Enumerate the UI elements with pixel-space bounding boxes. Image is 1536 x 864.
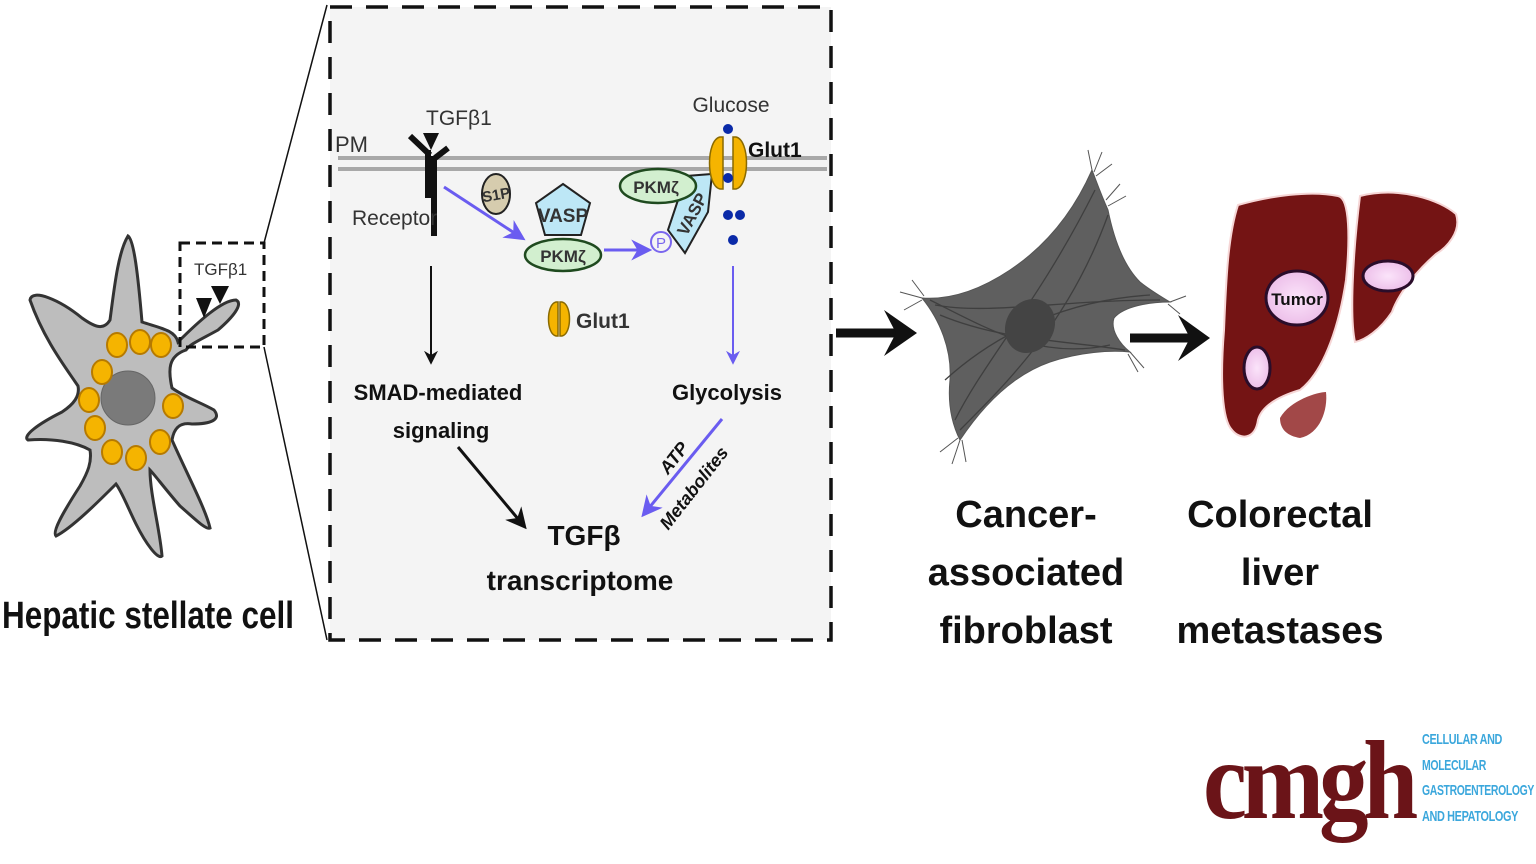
logo-line1: CELLULAR AND: [1422, 731, 1502, 748]
glut1-cytosol-label: Glut1: [576, 310, 630, 333]
stellate-to-caf-arrowhead: [884, 310, 917, 356]
logo-line4: AND HEPATOLOGY: [1422, 808, 1518, 825]
caf-caption-line1: Cancer-: [955, 494, 1097, 536]
glucose-label: Glucose: [692, 94, 769, 117]
hepatic-stellate-cell: TGFβ1 Hepatic stellate cell: [2, 4, 328, 641]
zoom-connector-bottom: [263, 346, 328, 641]
logo-line2: MOLECULAR: [1422, 757, 1486, 774]
tgfb-transcriptome-line1: TGFβ: [547, 520, 620, 551]
smad-to-transcriptome-arrow: [456, 446, 527, 530]
stellate-nucleus: [100, 370, 156, 426]
vasp-phospho-pentagon: [666, 172, 714, 255]
glucose-molecules: [723, 124, 745, 245]
phospho-node: [650, 231, 672, 253]
pkmz-phospho-node: [618, 167, 698, 205]
s1p-node: [481, 173, 511, 215]
cancer-associated-fibroblast: Cancer- associated fibroblast: [899, 149, 1187, 652]
caf-filopodia: [899, 149, 1187, 465]
liver-caption-line3: metastases: [1176, 610, 1383, 652]
glut1-membrane-label: Glut1: [748, 139, 802, 162]
vasp-label: VASP: [538, 206, 589, 227]
caf-caption-line3: fibroblast: [939, 610, 1112, 652]
liver-caption-line2: liver: [1241, 552, 1319, 594]
smad-label-line1: SMAD-mediated: [354, 380, 523, 405]
cmgh-journal-logo: cmgh CELLULAR AND MOLECULAR GASTROENTERO…: [1203, 719, 1535, 843]
zoom-connector-top: [263, 4, 328, 244]
tumor-left-lobe: [1361, 259, 1415, 293]
gallbladder: [1280, 392, 1327, 438]
tumor-lower: [1242, 345, 1272, 391]
liver-caption-line1: Colorectal: [1187, 494, 1373, 536]
pm-label: PM: [335, 132, 368, 157]
glycolysis-to-transcriptome-arrow: [641, 418, 724, 518]
inset-ligand-triangle-icon: [423, 133, 439, 150]
ligand-triangle-icon: [211, 286, 229, 304]
tumor-main: [1264, 269, 1330, 327]
caf-caption-line2: associated: [928, 552, 1124, 594]
vasp-pentagon: [534, 182, 592, 236]
liver-metastases: Tumor Colorectal liver metastases: [1176, 191, 1459, 652]
stellate-zoom-box: [178, 241, 266, 349]
inset-ligand-label: TGFβ1: [426, 107, 492, 130]
tgfb-receptor-icon: [407, 133, 450, 236]
stellate-ligand-label: TGFβ1: [194, 260, 247, 279]
logo-wordmark: cmgh: [1203, 719, 1417, 843]
caf-nucleus: [1004, 298, 1056, 354]
lipid-droplets: [78, 329, 184, 471]
receptor-label: Receptor: [352, 207, 437, 230]
tumor-label: Tumor: [1271, 290, 1323, 309]
ligand-triangle-icon: [196, 298, 212, 318]
glut1-cytosol-icon: [547, 301, 571, 337]
s1p-label: S1P: [481, 185, 512, 207]
receptor-to-complex-arrow: [443, 185, 526, 241]
glycolysis-label: Glycolysis: [672, 380, 782, 405]
inset-box: [328, 5, 833, 642]
pkmz-phospho-label: PKMζ: [633, 178, 679, 197]
tgfb-transcriptome-line2: transcriptome: [487, 565, 674, 596]
phospho-label: P: [656, 235, 666, 252]
smad-label-line2: signaling: [393, 418, 490, 443]
caf-to-liver-arrowhead: [1178, 315, 1210, 361]
pkmz-label: PKMζ: [540, 247, 586, 266]
stellate-caption: Hepatic stellate cell: [2, 595, 294, 637]
pkmz-node: [523, 237, 603, 273]
logo-line3: GASTROENTEROLOGY: [1422, 782, 1534, 799]
signaling-inset: PM TGFβ1 Receptor S1P VASP PKMζ P VASP P…: [328, 5, 833, 642]
glut1-transporter-icon: [708, 136, 748, 190]
